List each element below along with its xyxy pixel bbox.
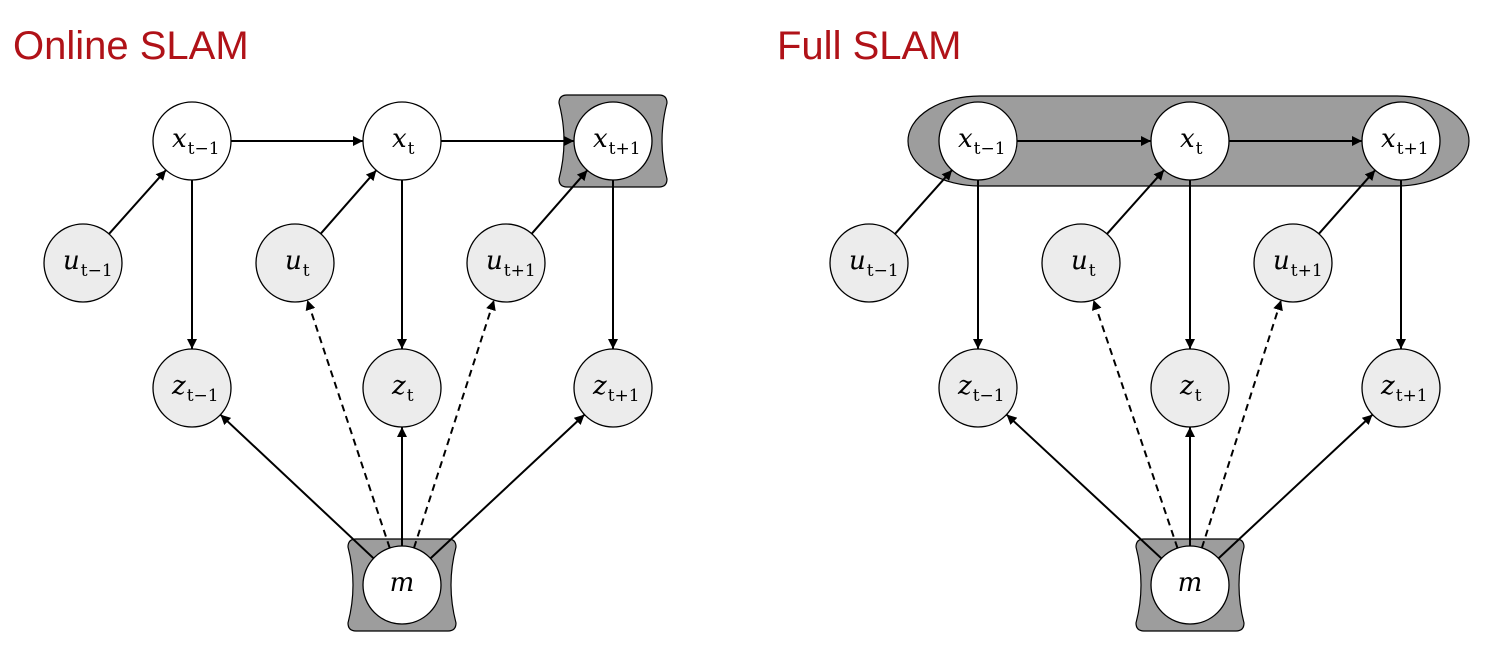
online-node-u_prev-label: ut−1 [63,246,113,281]
online-node-u_cur-label: ut [285,246,310,281]
online-edge-m-to-u_next [413,299,496,549]
full-node-x_cur-label: xt [1180,124,1203,159]
online-edge-m-to-z_next [429,413,586,560]
full-node-u_cur-circle [1041,223,1121,303]
online-node-z_next-label: zt+1 [592,371,640,406]
online-node-m-label: m [390,568,415,598]
full-node-x_prev: xt−1 [938,101,1018,181]
online-node-x_prev-circle [152,101,232,181]
full-node-u_next-circle [1253,223,1333,303]
online-node-x_cur: xt [362,101,442,181]
online-node-z_prev-label: zt−1 [171,371,219,406]
full-node-u_prev: ut−1 [829,223,909,303]
full-node-x_next-circle [1361,101,1441,181]
full-node-z_next: zt+1 [1361,348,1441,428]
full-node-x_next: xt+1 [1361,101,1441,181]
online-node-u_cur: ut [255,223,335,303]
online-edge-m-to-u_cur [305,299,391,549]
online-node-u_cur-circle [255,223,335,303]
online-node-u_prev-circle [43,223,123,303]
online-node-z_next: zt+1 [573,348,653,428]
online-edge-u_next-to-x_next [530,169,589,235]
online-node-x_prev-label: xt−1 [172,124,220,159]
online-node-z_prev: zt−1 [152,348,232,428]
full-node-m-label: m [1178,568,1203,598]
full-node-z_prev: zt−1 [938,348,1018,428]
online-node-x_next-label: xt+1 [593,124,641,159]
full-edge-m-to-u_next [1200,299,1283,549]
online-slam-title: Online SLAM [13,24,249,68]
online-node-x_next: xt+1 [573,101,653,181]
full-node-x_cur: xt [1150,101,1230,181]
full-node-u_cur: ut [1041,223,1121,303]
full-node-z_prev-label: zt−1 [957,371,1005,406]
online-node-x_cur-circle [362,101,442,181]
full-edge-m-to-z_next [1217,413,1374,560]
full-node-u_prev-circle [829,223,909,303]
full-node-z_prev-circle [938,348,1018,428]
online-node-z_cur-circle [362,348,442,428]
full-node-z_cur: zt [1150,348,1230,428]
online-node-u_prev: ut−1 [43,223,123,303]
online-edge-u_prev-to-x_prev [108,169,167,235]
full-node-z_next-label: zt+1 [1380,371,1428,406]
online-node-z_next-circle [573,348,653,428]
full-node-z_cur-circle [1150,348,1230,428]
full-node-z_cur-label: zt [1179,371,1202,406]
full-node-u_next: ut+1 [1253,223,1333,303]
online-node-z_cur: zt [362,348,442,428]
online-node-m-circle [362,545,442,625]
full-node-u_cur-label: ut [1071,246,1096,281]
online-edge-m-to-z_prev [219,413,375,560]
online-node-x_cur-label: xt [392,124,415,159]
full-node-z_next-circle [1361,348,1441,428]
full-node-x_cur-circle [1150,101,1230,181]
full-node-x_prev-circle [938,101,1018,181]
full-slam-title: Full SLAM [777,24,962,68]
full-node-m: m [1150,545,1230,625]
full-edge-u_cur-to-x_cur [1106,169,1165,235]
full-edge-m-to-u_cur [1091,299,1179,549]
online-node-z_prev-circle [152,348,232,428]
full-node-x_next-label: xt+1 [1381,124,1429,159]
full-node-x_prev-label: xt−1 [958,124,1006,159]
full-node-u_prev-label: ut−1 [849,246,899,281]
full-edge-u_next-to-x_next [1318,169,1376,235]
full-node-u_next-label: ut+1 [1273,246,1323,281]
full-edge-u_prev-to-x_prev [894,169,953,235]
online-node-x_prev: xt−1 [152,101,232,181]
online-slam-diagram: xt−1 xt xt+1 ut−1 ut ut+1 zt−1 zt zt+1 m [43,94,668,632]
online-node-u_next-circle [466,223,546,303]
online-node-u_next: ut+1 [466,223,546,303]
online-node-u_next-label: ut+1 [486,246,536,281]
full-edge-m-to-z_prev [1005,413,1163,560]
online-node-x_next-circle [573,101,653,181]
online-node-z_cur-label: zt [391,371,414,406]
full-node-m-circle [1150,545,1230,625]
online-node-m: m [362,545,442,625]
online-edge-u_cur-to-x_cur [319,169,378,235]
